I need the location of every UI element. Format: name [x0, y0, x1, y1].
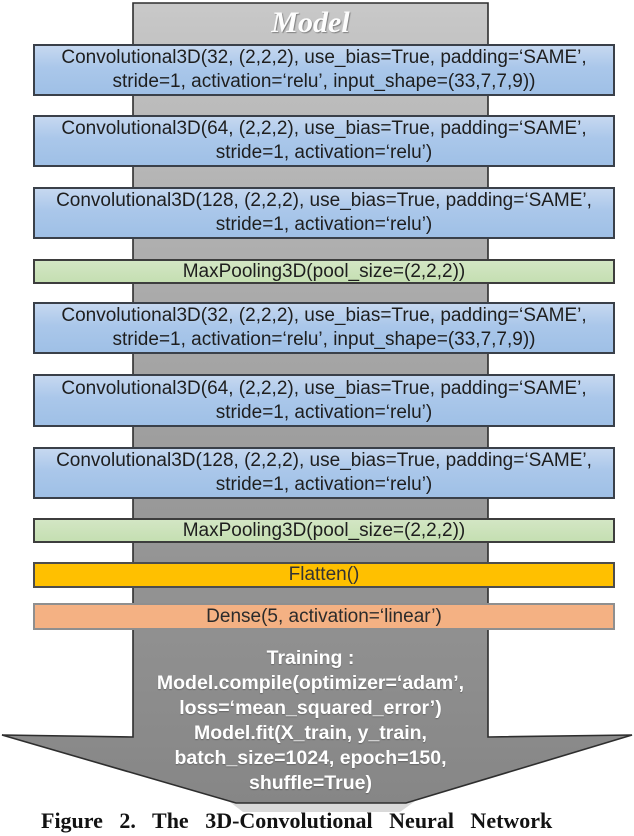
training-line: Training :	[266, 647, 355, 669]
layer-maxpool3d-1: MaxPooling3D(pool_size=(2,2,2))	[33, 259, 615, 284]
layer-conv3d-32-1: Convolutional3D(32, (2,2,2), use_bias=Tr…	[33, 44, 615, 96]
layer-conv3d-64-2: Convolutional3D(64, (2,2,2), use_bias=Tr…	[33, 374, 615, 427]
layer-conv3d-64-1: Convolutional3D(64, (2,2,2), use_bias=Tr…	[33, 115, 615, 167]
training-line: loss=‘mean_squared_error’)	[179, 697, 442, 719]
model-title: Model	[271, 6, 350, 39]
training-line: shuffle=True)	[249, 772, 372, 794]
training-line: batch_size=1024, epoch=150,	[174, 747, 447, 769]
layer-flatten: Flatten()	[33, 562, 615, 588]
training-line: Model.fit(X_train, y_train,	[194, 722, 427, 744]
layer-conv3d-128-2: Convolutional3D(128, (2,2,2), use_bias=T…	[33, 447, 615, 499]
training-line: Model.compile(optimizer=‘adam’,	[156, 672, 465, 694]
layer-dense: Dense(5, activation=‘linear’)	[33, 603, 615, 630]
figure-caption: Figure 2. The 3D-Convolutional Neural Ne…	[41, 808, 553, 833]
layer-conv3d-128-1: Convolutional3D(128, (2,2,2), use_bias=T…	[33, 187, 615, 239]
layer-conv3d-32-2: Convolutional3D(32, (2,2,2), use_bias=Tr…	[33, 302, 615, 354]
layer-maxpool3d-2: MaxPooling3D(pool_size=(2,2,2))	[33, 518, 615, 543]
training-block: Training : Model.compile(optimizer=‘adam…	[113, 646, 508, 796]
